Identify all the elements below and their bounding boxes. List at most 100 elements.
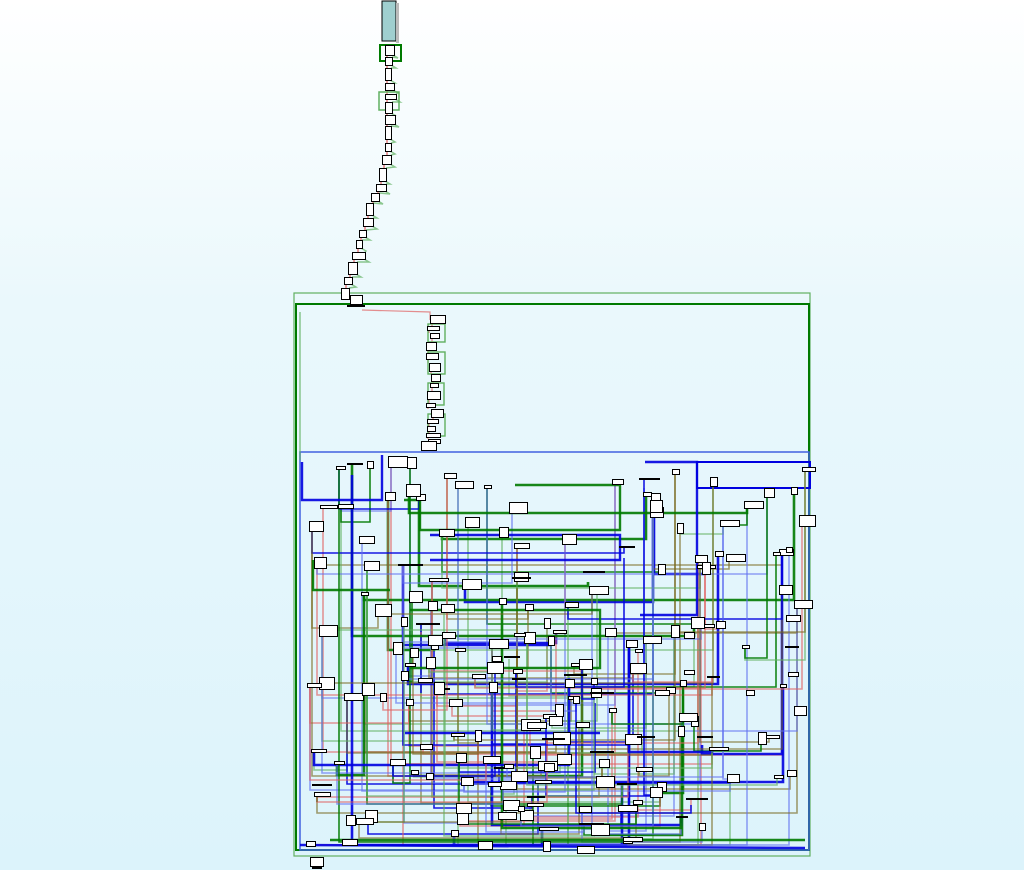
graph-node[interactable]	[385, 68, 392, 81]
graph-node-bar[interactable]	[398, 564, 423, 566]
graph-node[interactable]	[455, 648, 466, 652]
graph-node[interactable]	[406, 484, 421, 497]
graph-node[interactable]	[410, 648, 419, 658]
graph-node[interactable]	[439, 529, 455, 537]
graph-node[interactable]	[504, 764, 514, 769]
graph-node[interactable]	[427, 326, 440, 331]
graph-node[interactable]	[465, 517, 480, 528]
graph-node[interactable]	[489, 682, 498, 693]
graph-node[interactable]	[643, 636, 662, 644]
graph-node[interactable]	[514, 633, 526, 637]
graph-node[interactable]	[699, 823, 706, 831]
graph-node[interactable]	[779, 585, 793, 595]
graph-node[interactable]	[359, 230, 367, 238]
graph-node[interactable]	[341, 288, 350, 300]
graph-node[interactable]	[530, 746, 541, 759]
graph-node[interactable]	[553, 630, 567, 634]
graph-node[interactable]	[364, 561, 380, 571]
graph-node[interactable]	[401, 617, 408, 627]
graph-node[interactable]	[338, 504, 354, 509]
graph-node[interactable]	[359, 536, 375, 544]
graph-node[interactable]	[630, 663, 647, 674]
graph-node[interactable]	[426, 403, 436, 408]
graph-node[interactable]	[366, 203, 374, 216]
graph-node[interactable]	[573, 696, 580, 704]
graph-node[interactable]	[655, 690, 670, 696]
graph-node[interactable]	[426, 342, 437, 351]
graph-node[interactable]	[363, 218, 374, 227]
graph-node[interactable]	[787, 770, 797, 777]
graph-node-bar[interactable]	[676, 816, 688, 818]
graph-node-bar[interactable]	[637, 736, 655, 738]
graph-node[interactable]	[794, 600, 813, 609]
graph-node[interactable]	[456, 803, 472, 814]
graph-node[interactable]	[499, 527, 509, 538]
graph-node[interactable]	[431, 409, 444, 418]
graph-node[interactable]	[780, 684, 787, 688]
graph-node[interactable]	[612, 479, 624, 485]
graph-node[interactable]	[371, 193, 380, 202]
graph-node[interactable]	[709, 747, 729, 751]
graph-node-bar[interactable]	[590, 692, 614, 694]
graph-node[interactable]	[405, 663, 416, 667]
graph-node-bar[interactable]	[312, 784, 332, 786]
graph-node[interactable]	[429, 578, 449, 582]
graph-node[interactable]	[431, 374, 441, 382]
graph-node[interactable]	[406, 699, 414, 706]
graph-node[interactable]	[591, 678, 598, 685]
graph-node[interactable]	[802, 467, 816, 472]
graph-node[interactable]	[462, 579, 482, 590]
graph-node[interactable]	[773, 552, 781, 556]
graph-node[interactable]	[524, 632, 536, 644]
graph-node-bar[interactable]	[416, 623, 440, 625]
graph-node[interactable]	[385, 94, 397, 100]
graph-node[interactable]	[430, 333, 440, 339]
graph-node[interactable]	[684, 632, 695, 639]
graph-node[interactable]	[514, 543, 530, 549]
graph-node[interactable]	[472, 674, 486, 679]
graph-node[interactable]	[791, 487, 798, 495]
graph-node[interactable]	[319, 625, 338, 637]
graph-node[interactable]	[426, 353, 439, 360]
graph-node[interactable]	[390, 759, 406, 766]
graph-node[interactable]	[702, 562, 711, 575]
graph-node[interactable]	[320, 505, 338, 509]
graph-node[interactable]	[429, 363, 441, 372]
graph-node-bar[interactable]	[686, 798, 708, 800]
graph-node[interactable]	[314, 792, 331, 797]
graph-node-bar[interactable]	[512, 577, 531, 579]
graph-node[interactable]	[525, 604, 534, 611]
graph-node[interactable]	[625, 734, 642, 745]
graph-node-bar[interactable]	[619, 546, 635, 548]
graph-node[interactable]	[442, 632, 456, 639]
graph-node[interactable]	[409, 591, 423, 603]
graph-node[interactable]	[758, 732, 767, 745]
graph-node-bar[interactable]	[347, 305, 365, 307]
graph-node[interactable]	[635, 649, 643, 653]
graph-node[interactable]	[609, 708, 617, 713]
graph-node[interactable]	[589, 586, 609, 595]
graph-node-bar[interactable]	[583, 571, 605, 573]
graph-node[interactable]	[346, 815, 356, 826]
graph-node[interactable]	[376, 184, 387, 192]
graph-node-bar[interactable]	[512, 678, 526, 680]
graph-node[interactable]	[518, 806, 525, 812]
graph-node[interactable]	[548, 636, 555, 646]
graph-node[interactable]	[720, 520, 740, 527]
graph-node[interactable]	[623, 837, 643, 842]
graph-node[interactable]	[695, 555, 708, 563]
graph-node[interactable]	[710, 477, 718, 487]
graph-node[interactable]	[742, 645, 750, 649]
graph-node[interactable]	[434, 682, 445, 695]
graph-node[interactable]	[379, 168, 387, 182]
graph-node[interactable]	[388, 456, 408, 468]
graph-node[interactable]	[344, 693, 364, 701]
graph-node[interactable]	[350, 295, 363, 305]
graph-node[interactable]	[786, 615, 801, 622]
graph-node[interactable]	[385, 143, 392, 152]
graph-node-bar[interactable]	[542, 738, 565, 740]
graph-node[interactable]	[385, 126, 392, 140]
graph-node[interactable]	[428, 635, 443, 646]
graph-node-bar[interactable]	[504, 656, 520, 658]
